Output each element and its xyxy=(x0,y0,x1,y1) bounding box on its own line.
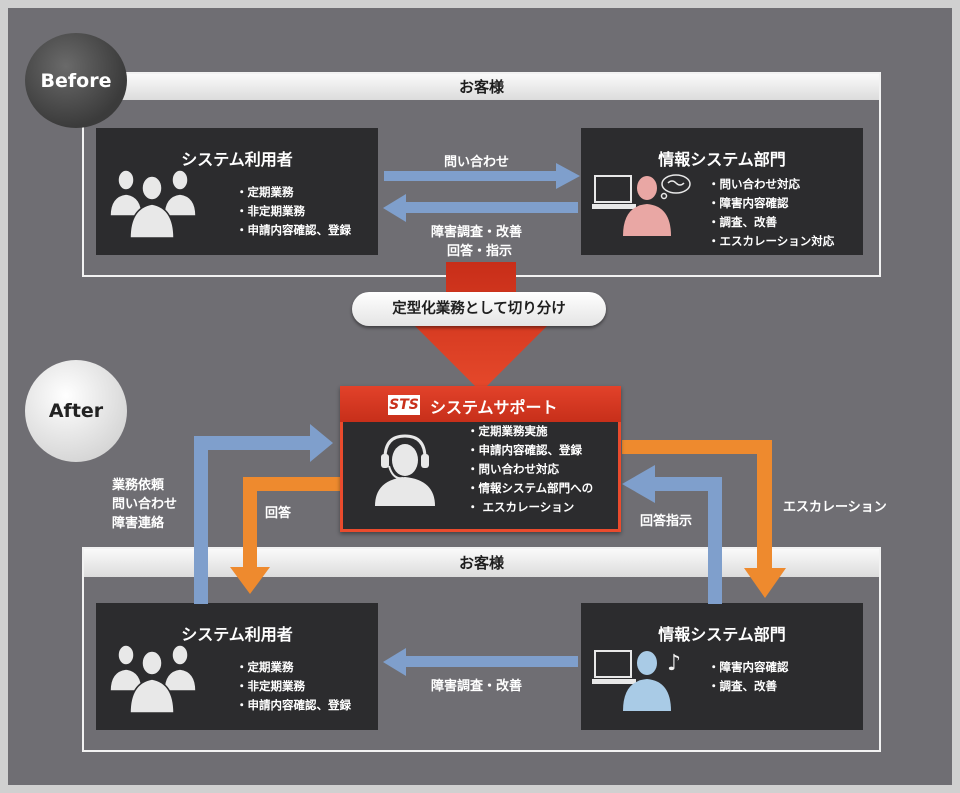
before-badge: Before xyxy=(25,33,127,128)
label-left-blue-3: 障害連絡 xyxy=(112,516,165,531)
before-customer-bar: お客様 xyxy=(84,74,879,100)
sts-header: STS システムサポート xyxy=(340,386,621,422)
after-badge: After xyxy=(25,360,127,462)
arrow-orange-right-loop xyxy=(622,440,786,598)
panel-title: 情報システム部門 xyxy=(658,625,786,644)
bullet-item: 申請内容確認、登録 xyxy=(236,221,352,240)
bullet-item: 調査、改善 xyxy=(708,677,789,696)
arrow-blue-left-loop xyxy=(194,424,333,604)
bullet-item: 定期業務 xyxy=(236,658,351,677)
bullet-item: 申請内容確認、登録 xyxy=(236,696,352,715)
arrow-orange-left-loop xyxy=(230,477,341,594)
transition-label: 定型化業務として切り分け xyxy=(352,292,606,326)
user-group-icon xyxy=(109,644,197,714)
sts-bullet-list: 定期業務実施 申請内容確認、登録 問い合わせ対応 情報システム部門への エスカレ… xyxy=(467,422,594,517)
arrow-left-blue-bottom xyxy=(383,648,578,676)
after-customer-bar: お客様 xyxy=(84,549,879,577)
bullet-item: 障害内容確認 xyxy=(708,194,834,213)
sts-title: システムサポート xyxy=(430,398,558,417)
label-answer-instruction: 回答・指示 xyxy=(447,244,513,259)
bullet-item: 非定期業務 xyxy=(236,202,351,221)
laptop-person-icon xyxy=(592,650,671,711)
label-left-blue-1: 業務依頼 xyxy=(112,478,165,493)
arrow-right-blue xyxy=(384,163,580,189)
bullet-item: 申請内容確認、登録 xyxy=(467,441,593,460)
bullet-list: 定期業務 非定期業務 申請内容確認、登録 xyxy=(236,183,352,240)
big-red-down-arrow xyxy=(415,262,547,392)
bullet-item-continued: エスカレーション xyxy=(467,498,593,517)
sts-box: STS システムサポート 定期業務実施 申請内容確認、登録 問い合わせ対応 情報… xyxy=(340,386,621,532)
label-bottom-arrow: 障害調査・改善 xyxy=(431,679,523,694)
headset-person-icon xyxy=(375,434,435,506)
bullet-text: エスカレーション xyxy=(482,500,575,514)
bullet-list: 問い合わせ対応 障害内容確認 調査、改善 エスカレーション対応 xyxy=(708,175,835,251)
after-section xyxy=(82,547,881,752)
svg-text:♪: ♪ xyxy=(667,651,681,676)
bullet-item: 問い合わせ対応 xyxy=(708,175,834,194)
arrow-left-blue xyxy=(383,194,578,222)
bullet-item: 問い合わせ対応 xyxy=(467,460,593,479)
bullet-item: 非定期業務 xyxy=(236,677,351,696)
panel-title: システム利用者 xyxy=(181,150,293,169)
label-fault-investigation: 障害調査・改善 xyxy=(431,225,523,240)
bullet-item: 定期業務 xyxy=(236,183,351,202)
sts-body: 定期業務実施 申請内容確認、登録 問い合わせ対応 情報システム部門への エスカレ… xyxy=(343,422,618,529)
label-left-blue-2: 問い合わせ xyxy=(112,497,178,512)
label-inquiry: 問い合わせ xyxy=(444,155,510,170)
bullet-list: 障害内容確認 調査、改善 xyxy=(708,658,789,696)
panel-title: システム利用者 xyxy=(181,625,293,644)
label-left-orange: 回答 xyxy=(265,506,292,521)
music-note-icon: ♪ xyxy=(667,651,681,676)
sts-logo: STS xyxy=(388,395,420,415)
bullet-item: エスカレーション対応 xyxy=(708,232,835,251)
label-right-blue: 回答指示 xyxy=(640,514,693,529)
label-right-orange: エスカレーション xyxy=(783,500,887,515)
bullet-item: 調査、改善 xyxy=(708,213,834,232)
user-group-icon xyxy=(109,169,197,239)
panel-title: 情報システム部門 xyxy=(658,150,786,169)
laptop-person-icon xyxy=(592,175,671,236)
bullet-list: 定期業務 非定期業務 申請内容確認、登録 xyxy=(236,658,352,715)
bullet-item: 定期業務実施 xyxy=(467,422,593,441)
bullet-item: 障害内容確認 xyxy=(708,658,789,677)
bullet-item: 情報システム部門への xyxy=(467,479,594,498)
thought-bubble-icon xyxy=(660,174,691,200)
arrow-blue-right-loop xyxy=(622,465,722,604)
